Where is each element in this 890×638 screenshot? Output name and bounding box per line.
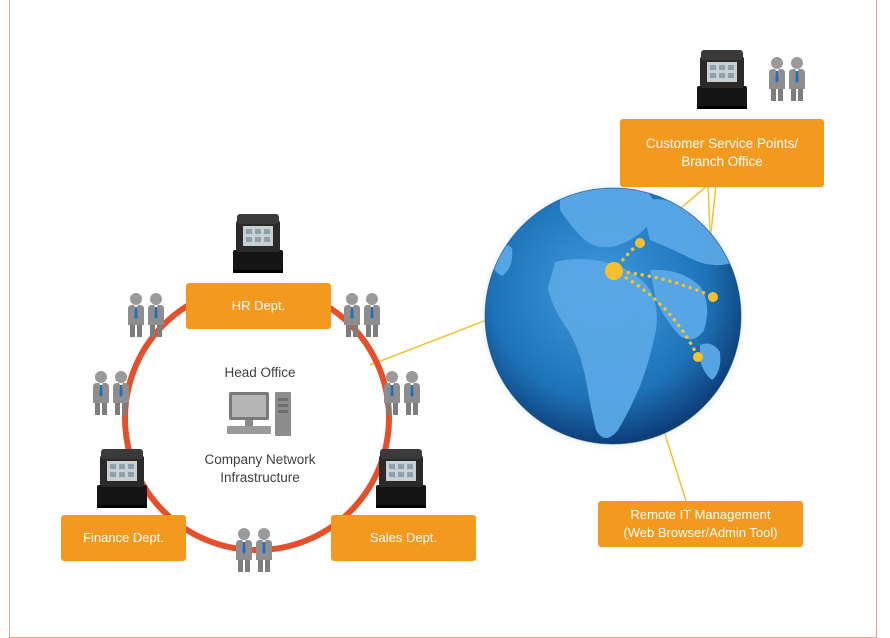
sales-dept-box: Sales Dept.	[331, 515, 476, 561]
people-icon	[344, 293, 380, 337]
head-office-label: Head Office	[224, 365, 296, 380]
scanner-icon	[697, 50, 747, 109]
sales-dept-label: Sales Dept.	[369, 530, 438, 546]
customer-service-line1: Customer Service Points/	[645, 135, 799, 151]
computer-icon	[227, 392, 291, 436]
network-infra-line1: Company Network	[204, 452, 316, 467]
finance-dept-box: Finance Dept.	[61, 515, 186, 561]
globe-icon	[477, 180, 749, 452]
hr-dept-label: HR Dept.	[231, 298, 286, 314]
route-nodes	[605, 238, 718, 362]
customer-service-box: Customer Service Points/ Branch Office	[620, 119, 824, 187]
remote-it-box: Remote IT Management (Web Browser/Admin …	[598, 501, 803, 547]
network-diagram	[0, 50, 890, 621]
scanner-icon	[376, 449, 426, 508]
scanner-icon	[233, 214, 283, 273]
network-infra-label: Company Network Infrastructure	[180, 451, 340, 486]
hr-dept-box: HR Dept.	[186, 283, 331, 329]
people-icon	[93, 371, 129, 415]
remote-it-line1: Remote IT Management	[630, 507, 771, 523]
finance-dept-label: Finance Dept.	[83, 530, 164, 546]
people-icon	[769, 57, 805, 101]
people-icon	[128, 293, 164, 337]
customer-service-line2: Branch Office	[681, 154, 763, 169]
network-infra-line2: Infrastructure	[220, 469, 300, 485]
people-icon	[384, 371, 420, 415]
scanner-icon	[97, 449, 147, 508]
remote-it-line2: (Web Browser/Admin Tool)	[623, 525, 778, 540]
